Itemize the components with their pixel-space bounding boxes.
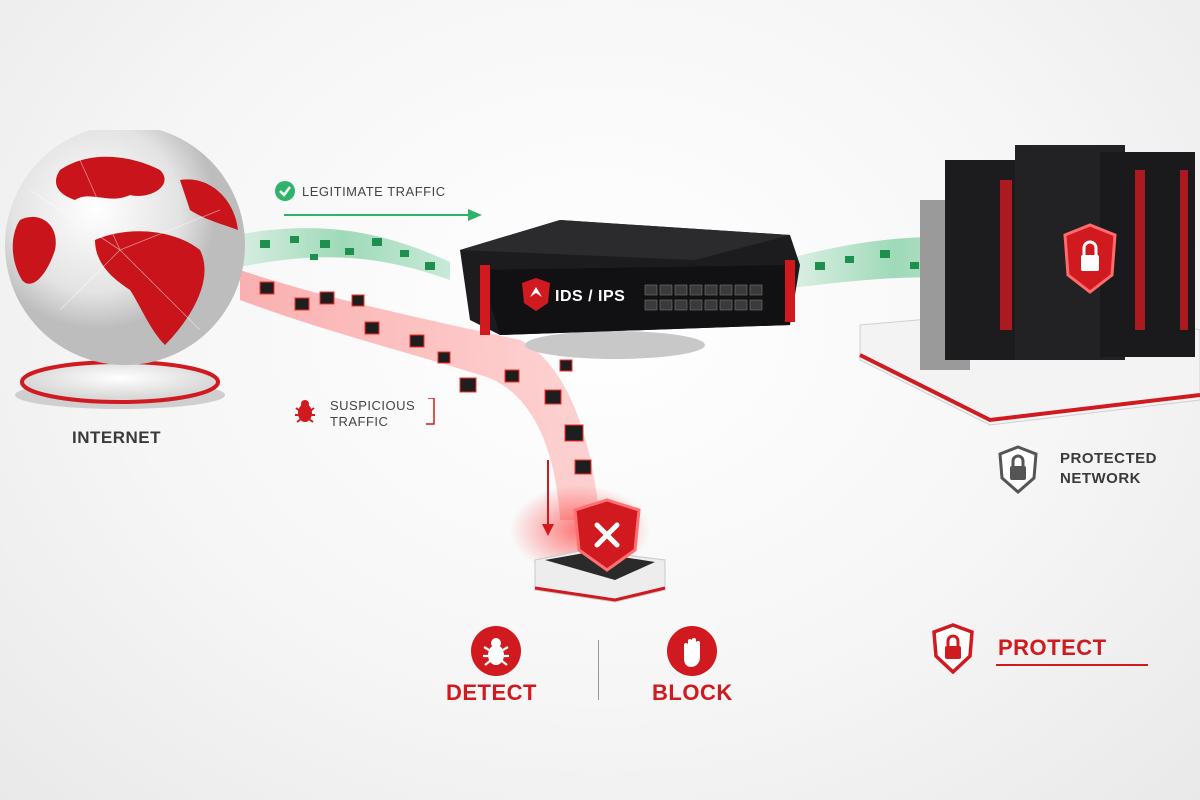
suspicious-label-line2: TRAFFIC (330, 414, 389, 429)
bug-icon (295, 400, 315, 423)
lock-shield-icon (1063, 223, 1117, 294)
protect-label: PROTECT (998, 635, 1107, 660)
protect-underline (996, 664, 1148, 666)
protected-label-line1: PROTECTED (1060, 450, 1158, 467)
protected-label-line2: NETWORK (1060, 470, 1141, 487)
x-shield-icon (573, 498, 641, 572)
bug-circle-icon (471, 626, 521, 676)
block-label: BLOCK (652, 680, 733, 705)
protect-shield-icon (932, 623, 974, 675)
internet-label: INTERNET (72, 428, 161, 447)
internet-globe (5, 130, 245, 409)
lock-shield-outline-icon (998, 445, 1038, 494)
legit-arrow (284, 209, 482, 221)
detect-label: DETECT (446, 680, 537, 705)
block-pad (534, 498, 666, 603)
suspicious-packets (259, 281, 593, 475)
check-circle-icon (275, 181, 295, 201)
detect-block-divider (598, 640, 599, 700)
shield-logo-icon (522, 278, 550, 311)
legit-traffic-label: LEGITIMATE TRAFFIC (302, 184, 446, 199)
legit-stream-in (235, 228, 450, 280)
server-rack (859, 145, 1200, 426)
device-label: IDS / IPS (555, 288, 626, 305)
hand-stop-icon (667, 626, 717, 676)
ids-ips-device (460, 220, 800, 359)
suspicious-bracket (426, 398, 435, 425)
block-arrow (542, 460, 554, 536)
suspicious-label-line1: SUSPICIOUS (330, 398, 416, 413)
